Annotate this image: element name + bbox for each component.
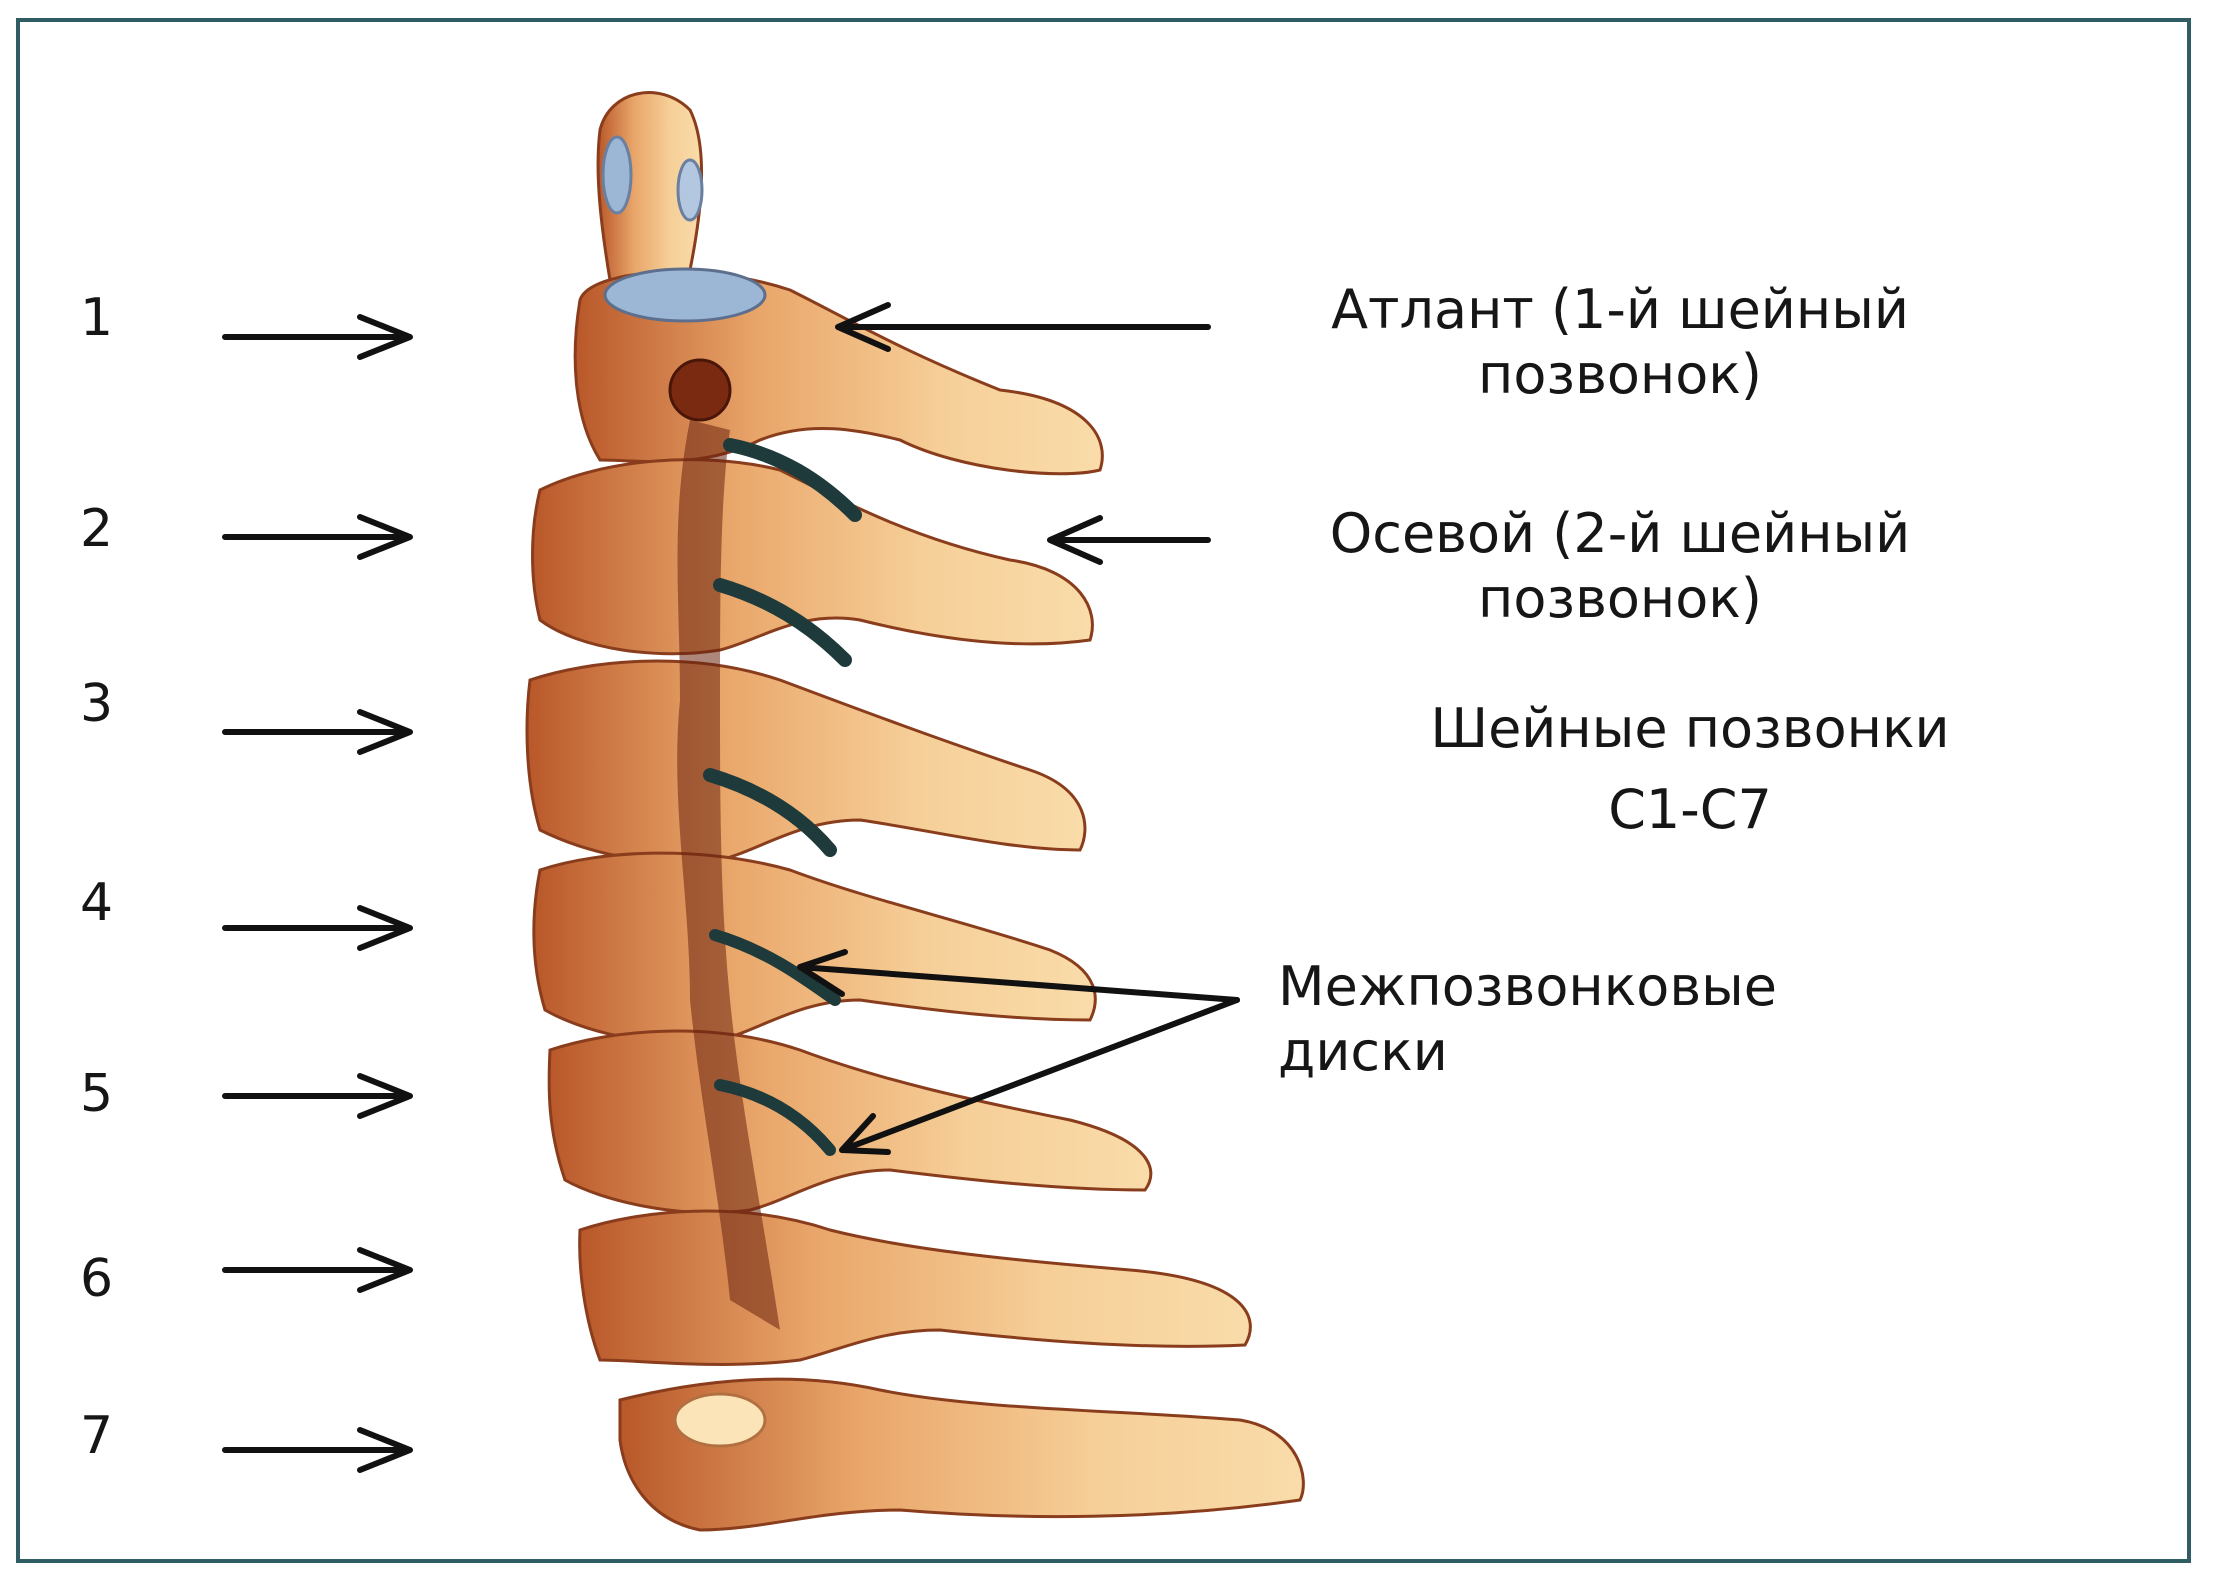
vertebra-number-1: 1 — [80, 292, 113, 344]
atlas-label-line2: позвонок) — [1270, 343, 1970, 408]
vertebra-number-6: 6 — [80, 1253, 113, 1305]
axis-label-line2: позвонок) — [1270, 567, 1970, 632]
cervical-label-line2: C1-C7 — [1340, 769, 2040, 850]
arrow-5 — [225, 1076, 410, 1116]
spine-drawing — [527, 93, 1303, 1530]
arrow-6 — [225, 1250, 410, 1290]
vertebra-number-7: 7 — [80, 1410, 113, 1462]
axis-arrow — [1050, 518, 1208, 562]
dens-cartilage-right — [678, 160, 702, 220]
discs-label-line2: диски — [1278, 1020, 1878, 1085]
discs-label-line1: Межпозвонковые — [1278, 955, 1878, 1020]
atlas-label: Атлант (1-й шейный позвонок) — [1270, 278, 1970, 408]
vertebra-number-2: 2 — [80, 503, 113, 555]
atlas-foramen — [670, 360, 730, 420]
arrow-1 — [225, 317, 410, 357]
number-arrows — [225, 317, 410, 1470]
arrow-4 — [225, 908, 410, 948]
cervical-label: Шейные позвонки C1-C7 — [1340, 688, 2040, 850]
arrow-2 — [225, 517, 410, 557]
axis-label-line1: Осевой (2-й шейный — [1270, 502, 1970, 567]
c7-body-highlight — [675, 1394, 765, 1446]
discs-label: Межпозвонковые диски — [1278, 955, 1878, 1085]
axis-label: Осевой (2-й шейный позвонок) — [1270, 502, 1970, 632]
vertebra-c6 — [580, 1211, 1251, 1364]
atlas-label-line1: Атлант (1-й шейный — [1270, 278, 1970, 343]
vertebra-c5 — [549, 1031, 1151, 1213]
atlas-facet — [605, 269, 765, 321]
vertebra-number-5: 5 — [80, 1068, 113, 1120]
arrow-7 — [225, 1430, 410, 1470]
dens-cartilage — [603, 137, 631, 213]
vertebra-c4 — [534, 853, 1095, 1043]
arrow-3 — [225, 712, 410, 752]
cervical-label-line1: Шейные позвонки — [1340, 688, 2040, 769]
vertebra-number-3: 3 — [80, 678, 113, 730]
vertebra-number-4: 4 — [80, 877, 113, 929]
